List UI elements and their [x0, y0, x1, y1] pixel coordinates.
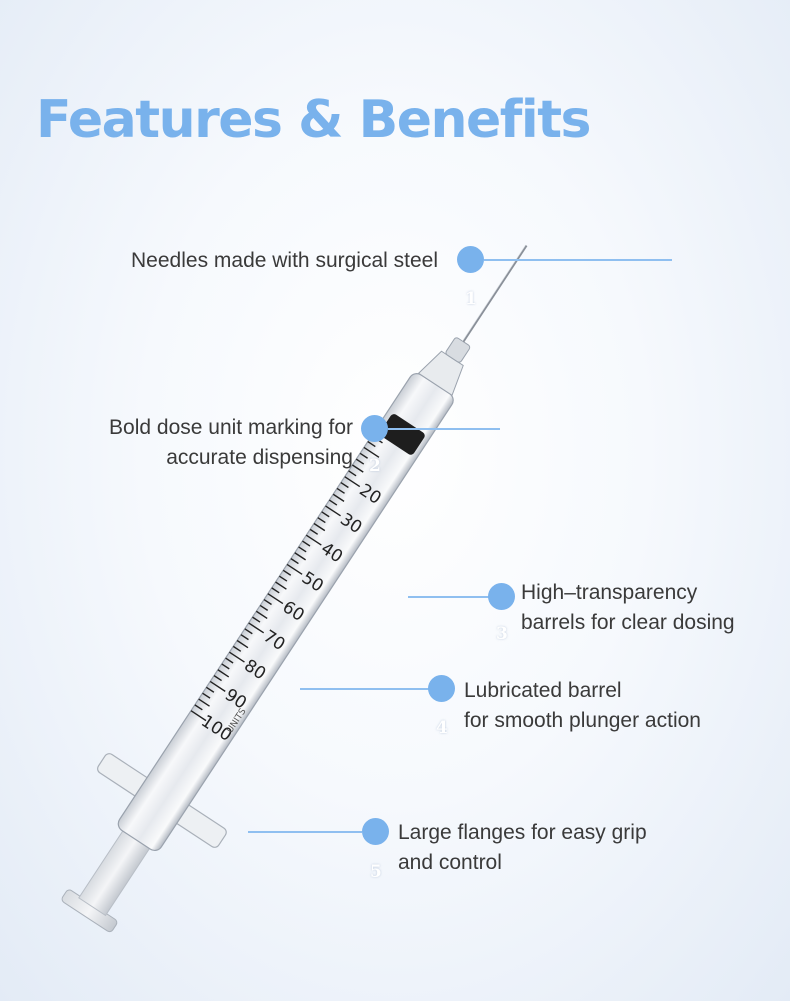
scale-tick	[217, 669, 230, 678]
scale-tick	[263, 598, 272, 606]
scale-tick	[313, 522, 326, 532]
scale-tick	[267, 593, 284, 605]
scale-tick	[336, 487, 345, 494]
scale-tick	[271, 587, 280, 594]
plunger-rod	[78, 830, 151, 917]
feature-5-label: Large flanges for easy grip and control	[398, 818, 738, 878]
scale-tick	[302, 540, 311, 547]
feature-2-line-2: accurate dispensing	[166, 446, 353, 469]
feature-5-dot	[362, 818, 389, 845]
scale-tick	[355, 458, 365, 465]
scale-tick	[294, 552, 307, 561]
feature-3-leader	[408, 596, 490, 598]
scale-tick	[286, 563, 303, 575]
scale-tick	[290, 558, 299, 565]
scale-tick	[248, 622, 265, 634]
feature-5-number: 5	[370, 862, 382, 882]
scale-tick	[328, 499, 338, 506]
scale-tick	[202, 692, 211, 699]
scale-tick	[367, 441, 376, 448]
feature-2-label: Bold dose unit marking for accurate disp…	[20, 413, 353, 473]
scale-tick	[240, 634, 249, 641]
scale-tick	[259, 604, 269, 611]
scale-tick	[205, 686, 215, 693]
scale-tick	[221, 663, 230, 670]
scale-tick	[352, 464, 364, 473]
feature-4-label: Lubricated barrel for smooth plunger act…	[464, 676, 764, 736]
feature-5-line-2: and control	[398, 851, 502, 874]
feature-1-leader	[484, 259, 672, 261]
scale-tick	[305, 534, 322, 546]
feature-1-number: 1	[465, 289, 477, 309]
scale-tick	[255, 610, 268, 619]
scale-tick	[209, 680, 226, 692]
feature-3-line-1: High–transparency	[521, 581, 698, 604]
feature-5-line-1: Large flanges for easy grip	[398, 821, 647, 844]
scale-tick	[359, 452, 368, 459]
scale-tick	[363, 446, 380, 458]
feature-1-dot	[457, 246, 484, 273]
scale-tick	[340, 481, 349, 489]
scale-tick	[236, 639, 249, 649]
scale-tick	[275, 581, 287, 590]
feature-5-leader	[248, 831, 362, 833]
feature-2-number: 2	[369, 456, 381, 476]
feature-3-number: 3	[496, 624, 508, 644]
plunger-stopper	[380, 414, 425, 455]
scale-tick	[348, 470, 357, 477]
feature-4-leader	[300, 688, 430, 690]
page-title: Features & Benefits	[36, 90, 592, 150]
scale-tick	[194, 704, 203, 711]
feature-1-label: Needles made with surgical steel	[60, 246, 438, 276]
scale-tick	[321, 511, 330, 518]
feature-2-dot	[361, 415, 388, 442]
feature-3-dot	[488, 583, 515, 610]
scale-tick	[278, 575, 288, 582]
scale-tick	[198, 698, 210, 707]
feature-4-line-2: for smooth plunger action	[464, 709, 701, 732]
feature-4-dot	[428, 675, 455, 702]
scale-tick	[225, 657, 234, 664]
scale-tick	[325, 505, 341, 517]
scale-tick	[298, 546, 307, 553]
scale-tick	[252, 616, 261, 623]
feature-4-line-1: Lubricated barrel	[464, 679, 622, 702]
feature-3-line-2: barrels for clear dosing	[521, 611, 735, 634]
scale-tick	[190, 710, 207, 722]
scale-tick	[317, 517, 326, 524]
feature-2-leader	[388, 428, 500, 430]
feature-1-line-1: Needles made with surgical steel	[131, 249, 438, 272]
scale-tick	[282, 569, 292, 576]
scale-tick	[309, 528, 319, 535]
scale-tick	[232, 645, 242, 652]
scale-tick	[244, 628, 253, 635]
scale-tick	[229, 651, 245, 663]
scale-tick	[213, 675, 222, 682]
scale-tick	[332, 493, 345, 502]
scale-tick	[344, 476, 361, 488]
needle-hub	[417, 350, 464, 397]
feature-3-label: High–transparency barrels for clear dosi…	[521, 578, 781, 638]
feature-4-number: 4	[436, 718, 448, 738]
needle	[462, 244, 528, 343]
feature-2-line-1: Bold dose unit marking for	[109, 416, 353, 439]
